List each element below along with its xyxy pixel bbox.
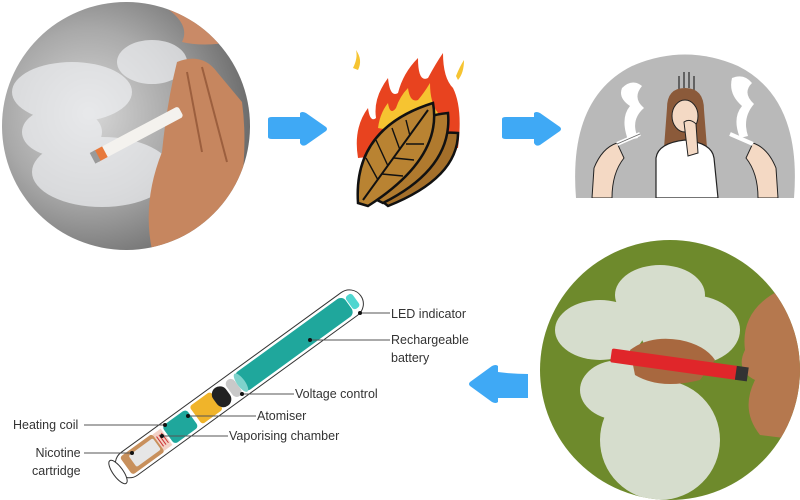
- arrow-right-icon: [502, 112, 561, 146]
- arrow-right-2: [500, 111, 562, 147]
- label-vaporising-chamber: Vaporising chamber: [229, 429, 340, 443]
- e-cigarette-illustration: [84, 289, 390, 485]
- label-rechargeable-battery: Rechargeable battery: [391, 331, 469, 367]
- vaping-photo: [540, 240, 800, 500]
- arrow-right-icon: [268, 112, 327, 146]
- label-battery-line2: battery: [391, 351, 430, 366]
- label-voltage-control: Voltage control: [295, 387, 378, 401]
- label-nicotine-line2: cartridge: [32, 464, 81, 479]
- arrow-left-icon: [469, 365, 528, 403]
- e-cigarette-diagram: LED indicator Rechargeable battery Volta…: [0, 280, 480, 500]
- burning-tobacco-leaves: [348, 48, 468, 208]
- smoking-photo: [2, 2, 250, 250]
- label-nicotine-line1: Nicotine: [35, 446, 81, 460]
- label-led-indicator: LED indicator: [391, 307, 467, 321]
- burning-leaves-illustration: [353, 50, 464, 208]
- smoking-illustration: [12, 2, 250, 250]
- secondhand-smoke-cartoon: [572, 48, 798, 199]
- secondhand-smoke-illustration: [575, 54, 795, 199]
- vaping-illustration: [555, 265, 800, 500]
- label-battery-line1: Rechargeable: [391, 333, 469, 347]
- arrow-right-1: [266, 111, 328, 147]
- arrow-left: [468, 364, 530, 404]
- label-heating-coil: Heating coil: [13, 418, 79, 432]
- label-nicotine-cartridge: Nicotine cartridge: [32, 444, 81, 480]
- label-atomiser: Atomiser: [257, 409, 307, 423]
